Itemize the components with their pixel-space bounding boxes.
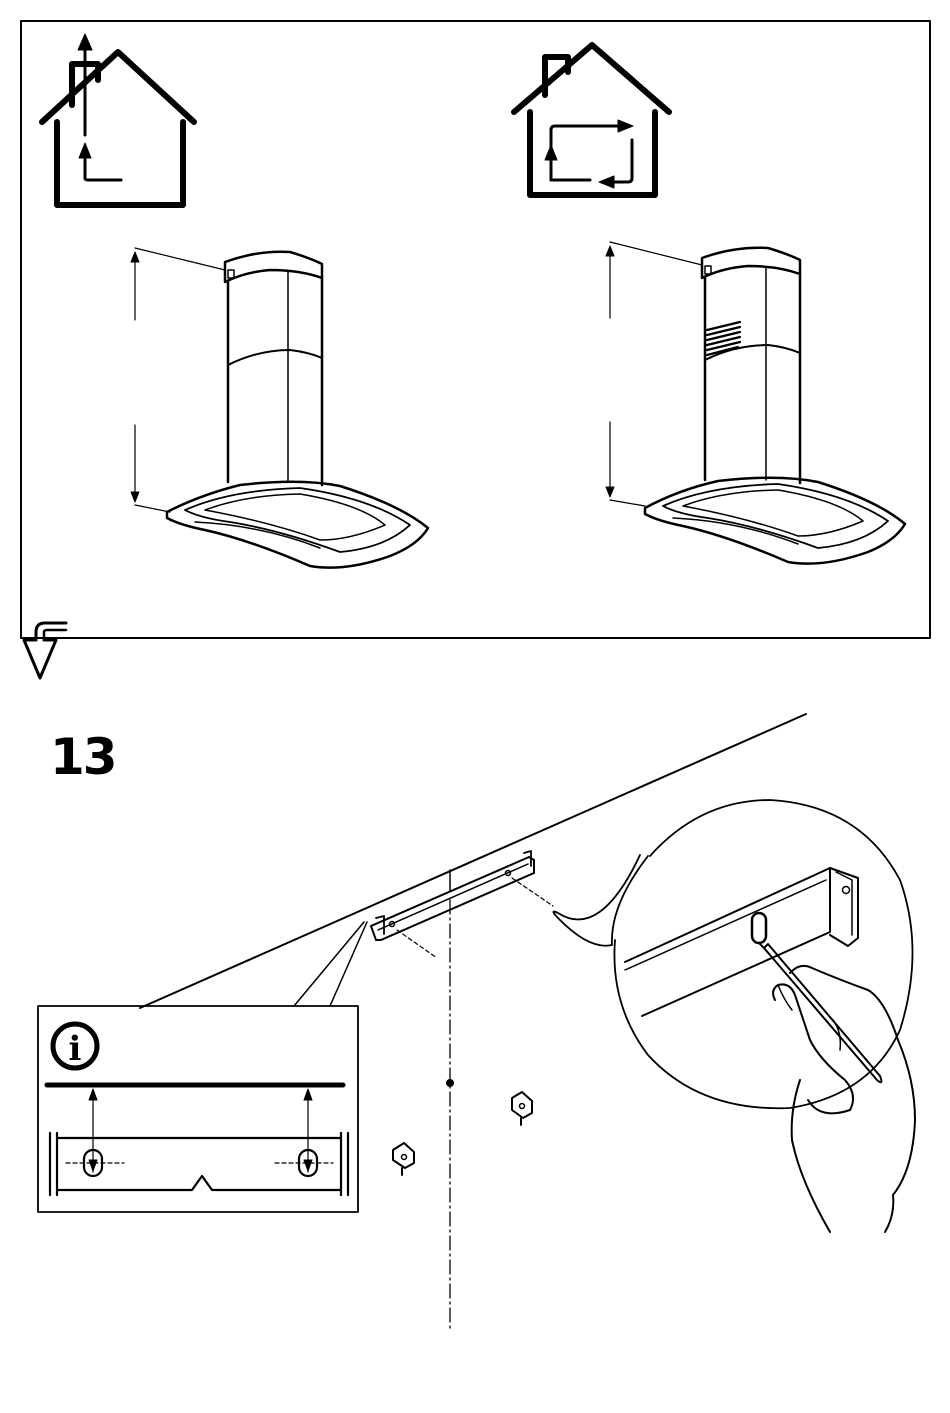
house-ducted-exhaust-icon [42,34,194,205]
chimney-hood-ducted [131,248,428,568]
step-number: 13 [50,732,116,782]
continue-down-arrow-icon [24,623,66,678]
ceiling-wall-edge [140,714,806,1008]
chimney-hood-filter [606,242,905,564]
house-recirculation-icon [514,45,669,195]
detail-magnifier [553,800,912,1108]
center-mark [447,1080,454,1087]
wall-plug-right [512,1092,532,1125]
info-icon-glyph: i [69,1029,82,1069]
options-frame [21,21,930,638]
info-box [38,1006,358,1212]
wall-bracket [371,851,553,958]
hand-marking-icon [760,944,915,1232]
filter-grille [707,322,740,355]
wall-plug-left [393,1143,414,1175]
